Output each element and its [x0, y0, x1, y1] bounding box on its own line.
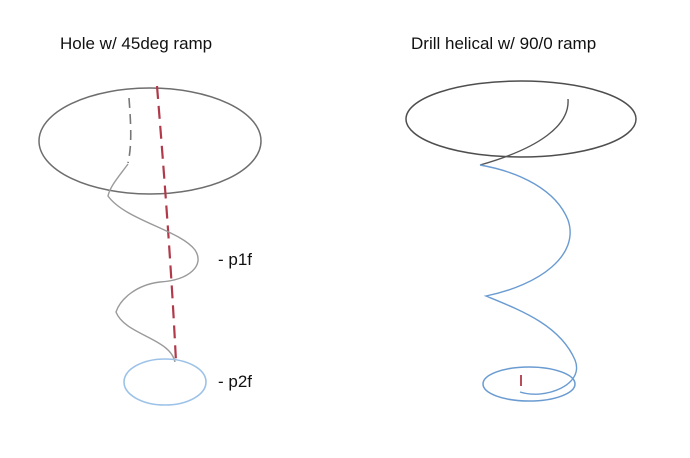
right-helical-path	[479, 164, 578, 395]
left-diagram	[38, 85, 262, 406]
right-diagram	[405, 80, 637, 402]
left-bottom-circle	[123, 358, 207, 406]
right-diagram-title: Drill helical w/ 90/0 ramp	[411, 34, 597, 53]
p2f-marker-label: - p2f	[218, 372, 253, 391]
left-ramp-path	[107, 163, 199, 363]
left-diagram-title: Hole w/ 45deg ramp	[60, 34, 213, 53]
right-bottom-ellipse	[482, 366, 576, 402]
right-top-ellipse	[405, 80, 637, 158]
left-red-dashed-centerline	[155, 85, 178, 363]
right-entry-arc	[479, 98, 569, 166]
left-gray-dashed-line	[127, 97, 132, 164]
p1f-marker-label: - p1f	[218, 250, 253, 269]
left-top-ellipse	[38, 87, 262, 195]
